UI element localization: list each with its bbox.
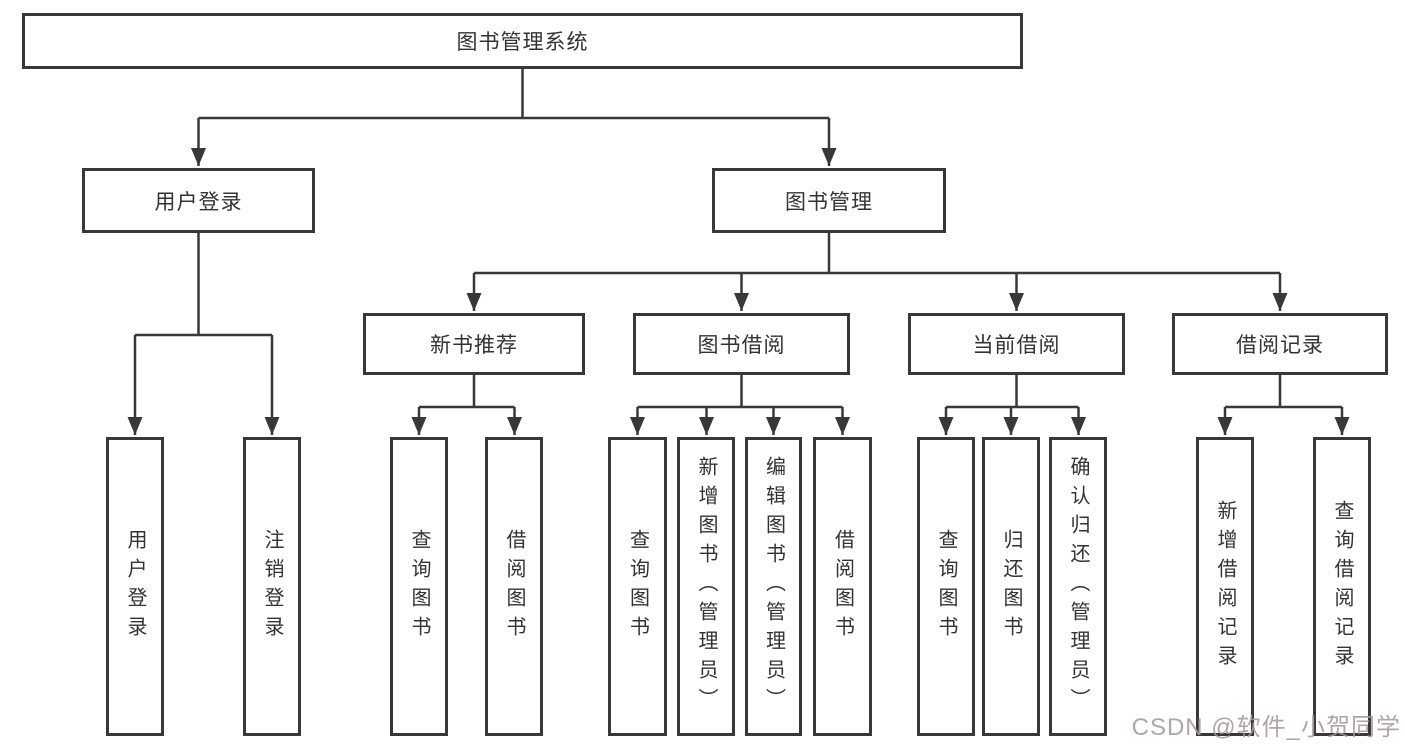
connector-user-login-stem	[135, 233, 272, 337]
leaf-borrow-borrow-books: 借阅图书	[813, 437, 872, 736]
connector-new-recommend-stem	[419, 375, 515, 409]
leaf-logout-label: 注销登录	[261, 528, 283, 645]
leaf-newrec-query-books-label: 查询图书	[408, 528, 430, 645]
connector-borrow-records-stem	[1225, 375, 1342, 409]
node-current-borrow: 当前借阅	[908, 313, 1125, 375]
leaf-records-add-record-label: 新增借阅记录	[1214, 499, 1236, 674]
leaf-records-query-record: 查询借阅记录	[1313, 437, 1371, 736]
connector-book-borrow-stem	[637, 375, 843, 409]
node-user-login: 用户登录	[82, 168, 315, 233]
leaf-current-return-books-label: 归还图书	[1000, 528, 1022, 645]
connector-current-borrow-stem	[946, 375, 1079, 409]
leaf-newrec-borrow-books: 借阅图书	[485, 437, 543, 736]
watermark: CSDN @软件_小贺同学	[1131, 714, 1401, 741]
leaf-current-return-books: 归还图书	[982, 437, 1040, 736]
leaf-records-query-record-label: 查询借阅记录	[1331, 499, 1353, 674]
node-new-book-recommend: 新书推荐	[363, 313, 585, 375]
leaf-current-confirm-return-label: 确认归还（管理员）	[1067, 456, 1089, 717]
node-user-login-label: 用户登录	[154, 190, 243, 214]
node-new-book-recommend-label: 新书推荐	[430, 334, 518, 357]
leaf-borrow-query-books: 查询图书	[608, 437, 667, 736]
leaf-newrec-borrow-books-label: 借阅图书	[503, 528, 525, 645]
connector-book-management-stem	[474, 233, 1280, 275]
leaf-borrow-edit-books: 编辑图书（管理员）	[745, 437, 802, 736]
node-root-label: 图书管理系统	[456, 31, 589, 54]
leaf-borrow-add-books-label: 新增图书（管理员）	[695, 456, 717, 717]
node-book-borrow: 图书借阅	[633, 313, 850, 375]
leaf-borrow-borrow-books-label: 借阅图书	[831, 528, 854, 645]
node-current-borrow-label: 当前借阅	[972, 334, 1061, 357]
leaf-logout: 注销登录	[243, 437, 301, 736]
leaf-current-confirm-return: 确认归还（管理员）	[1049, 437, 1107, 736]
leaf-borrow-edit-books-label: 编辑图书（管理员）	[762, 456, 785, 717]
node-book-management-label: 图书管理	[785, 190, 873, 214]
node-book-management: 图书管理	[712, 168, 946, 233]
leaf-records-add-record: 新增借阅记录	[1196, 437, 1254, 736]
leaf-user-login-label: 用户登录	[124, 528, 146, 645]
node-book-borrow-label: 图书借阅	[697, 334, 786, 357]
leaf-borrow-add-books: 新增图书（管理员）	[677, 437, 735, 736]
leaf-borrow-query-books-label: 查询图书	[626, 528, 649, 645]
connector-root-stem	[198, 69, 829, 120]
node-borrow-records-label: 借阅记录	[1236, 334, 1324, 357]
leaf-newrec-query-books: 查询图书	[390, 437, 448, 736]
node-borrow-records: 借阅记录	[1172, 313, 1388, 375]
leaf-user-login: 用户登录	[106, 437, 164, 736]
leaf-current-query-books-label: 查询图书	[935, 528, 957, 645]
node-root: 图书管理系统	[22, 13, 1023, 69]
leaf-current-query-books: 查询图书	[917, 437, 975, 736]
